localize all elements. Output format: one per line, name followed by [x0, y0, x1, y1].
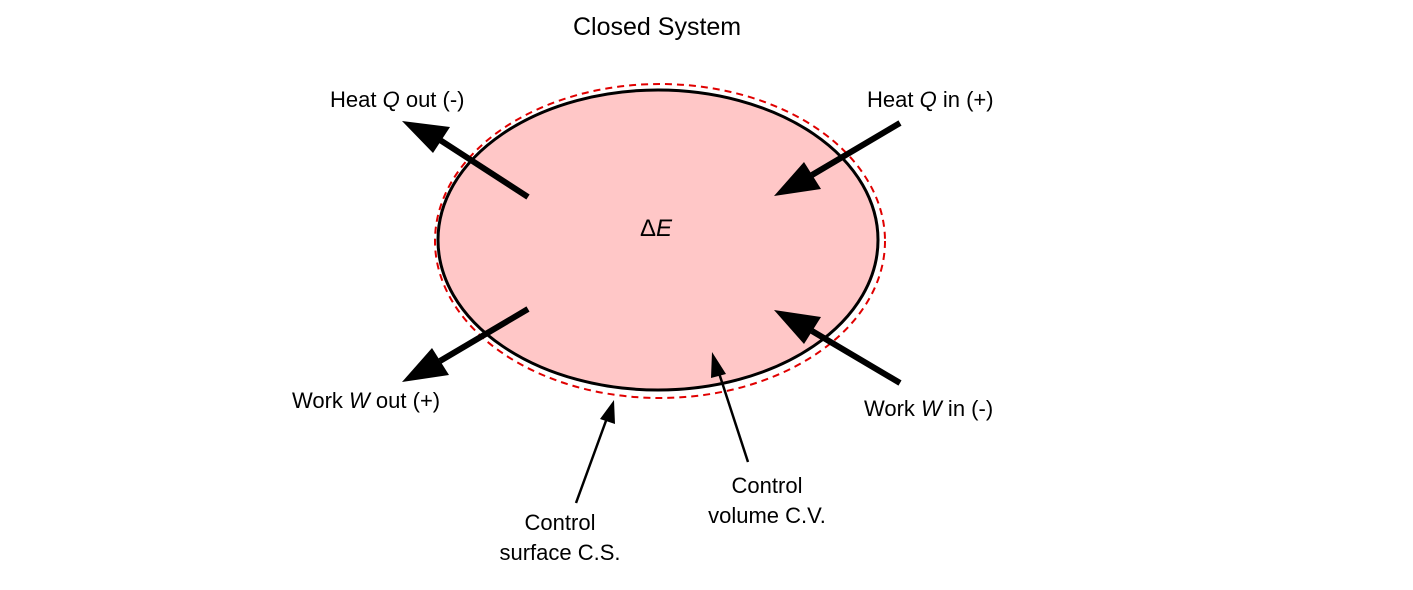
energy-variable: E — [656, 215, 673, 242]
energy-change-label: ΔE — [640, 216, 672, 242]
work-out-label: Work W out (+) — [292, 388, 441, 413]
control-surface-label: Control surface C.S. — [499, 510, 621, 565]
work-in-label: Work W in (-) — [864, 396, 994, 421]
delta-symbol: Δ — [640, 215, 657, 242]
work-in-arrow — [774, 310, 902, 386]
heat-out-arrow — [402, 121, 530, 200]
control-volume-pointer — [711, 352, 750, 463]
diagram-title: Closed System — [573, 13, 742, 41]
heat-in-arrow — [774, 120, 902, 196]
control-volume-label: Control volume C.V. — [708, 473, 826, 528]
control-volume-ellipse — [436, 88, 880, 392]
control-surface-pointer — [574, 400, 615, 504]
heat-out-label: Heat Q out (-) — [330, 87, 465, 112]
heat-in-label: Heat Q in (+) — [867, 87, 994, 112]
work-out-arrow — [402, 306, 530, 382]
control-surface-boundary — [434, 83, 886, 399]
